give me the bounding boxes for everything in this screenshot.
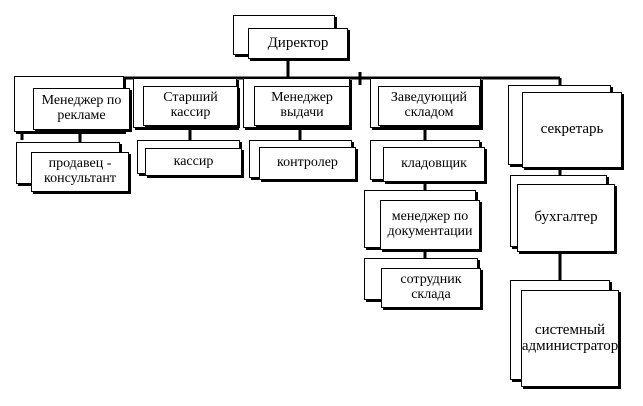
- doc-manager-label: менеджер по документации: [387, 209, 473, 239]
- accountant-label: бухгалтер: [534, 209, 598, 226]
- warehouse-worker-label: сотрудник склада: [400, 272, 462, 302]
- director-label: Директор: [267, 34, 329, 51]
- warehouse-head-label: Заведующий складом: [390, 90, 468, 120]
- controller-label: контролер: [277, 155, 338, 171]
- cashier-label: кассир: [173, 153, 214, 169]
- issue-manager-label: Менеджер выдачи: [271, 90, 333, 120]
- storekeeper-label: кладовщик: [401, 156, 467, 172]
- sysadmin-label: системный администратор: [521, 321, 619, 354]
- seller-label: продавец - консультант: [44, 156, 116, 186]
- senior-cashier-label: Старший кассир: [163, 90, 218, 120]
- secretary-label: секретарь: [540, 121, 604, 138]
- ad-manager-label: Менеджер по рекламе: [41, 93, 122, 123]
